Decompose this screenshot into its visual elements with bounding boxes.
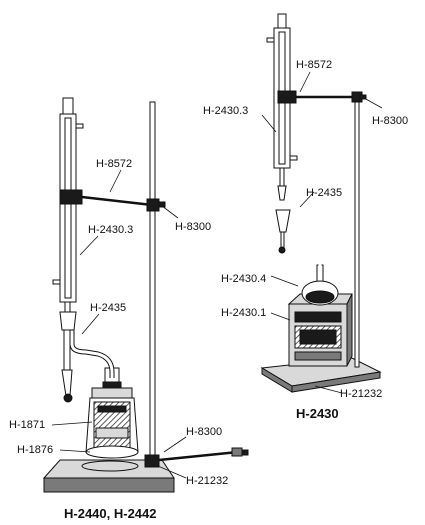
right-round-flask bbox=[301, 264, 339, 306]
left-clamp-assembly bbox=[59, 189, 166, 212]
label-h2430-3-left: H-2430.3 bbox=[88, 224, 133, 236]
title-h2440-h2442: H-2440, H-2442 bbox=[64, 506, 157, 521]
title-h2430: H-2430 bbox=[296, 406, 339, 421]
right-clamp-assembly bbox=[277, 90, 367, 104]
label-h2430-1: H-2430.1 bbox=[221, 307, 266, 319]
left-support-rod bbox=[149, 101, 156, 465]
left-condenser bbox=[52, 97, 84, 403]
left-apparatus: H-8572 H-2430.3 H-8300 H-2435 H-1871 H-1… bbox=[9, 97, 249, 521]
label-h1871: H-1871 bbox=[9, 419, 45, 431]
label-h8300-left-base: H-8300 bbox=[186, 426, 222, 438]
right-condenser bbox=[266, 13, 298, 254]
label-h2430-3-right: H-2430.3 bbox=[203, 105, 248, 117]
label-h21232-left: H-21232 bbox=[186, 475, 228, 487]
label-h8572-right: H-8572 bbox=[296, 59, 332, 71]
label-h2435-left: H-2435 bbox=[90, 302, 126, 314]
right-heating-mantle bbox=[287, 293, 353, 367]
label-h21232-right: H-21232 bbox=[340, 388, 382, 400]
label-h8300-left-clamp: H-8300 bbox=[175, 221, 211, 233]
right-support-rod bbox=[354, 94, 360, 368]
left-base-clamp bbox=[144, 447, 249, 468]
left-leader-lines bbox=[51, 169, 187, 479]
left-extraction-vessel bbox=[85, 367, 139, 459]
label-h2430-4: H-2430.4 bbox=[221, 273, 266, 285]
label-h8300-right: H-8300 bbox=[372, 115, 408, 127]
label-h8572-left: H-8572 bbox=[96, 158, 132, 170]
label-h2435-right: H-2435 bbox=[306, 187, 342, 199]
right-leader-lines bbox=[261, 71, 383, 394]
label-h1876: H-1876 bbox=[17, 444, 53, 456]
right-apparatus: H-8572 H-2430.3 H-8300 H-2435 H-2430.4 H… bbox=[203, 13, 408, 421]
